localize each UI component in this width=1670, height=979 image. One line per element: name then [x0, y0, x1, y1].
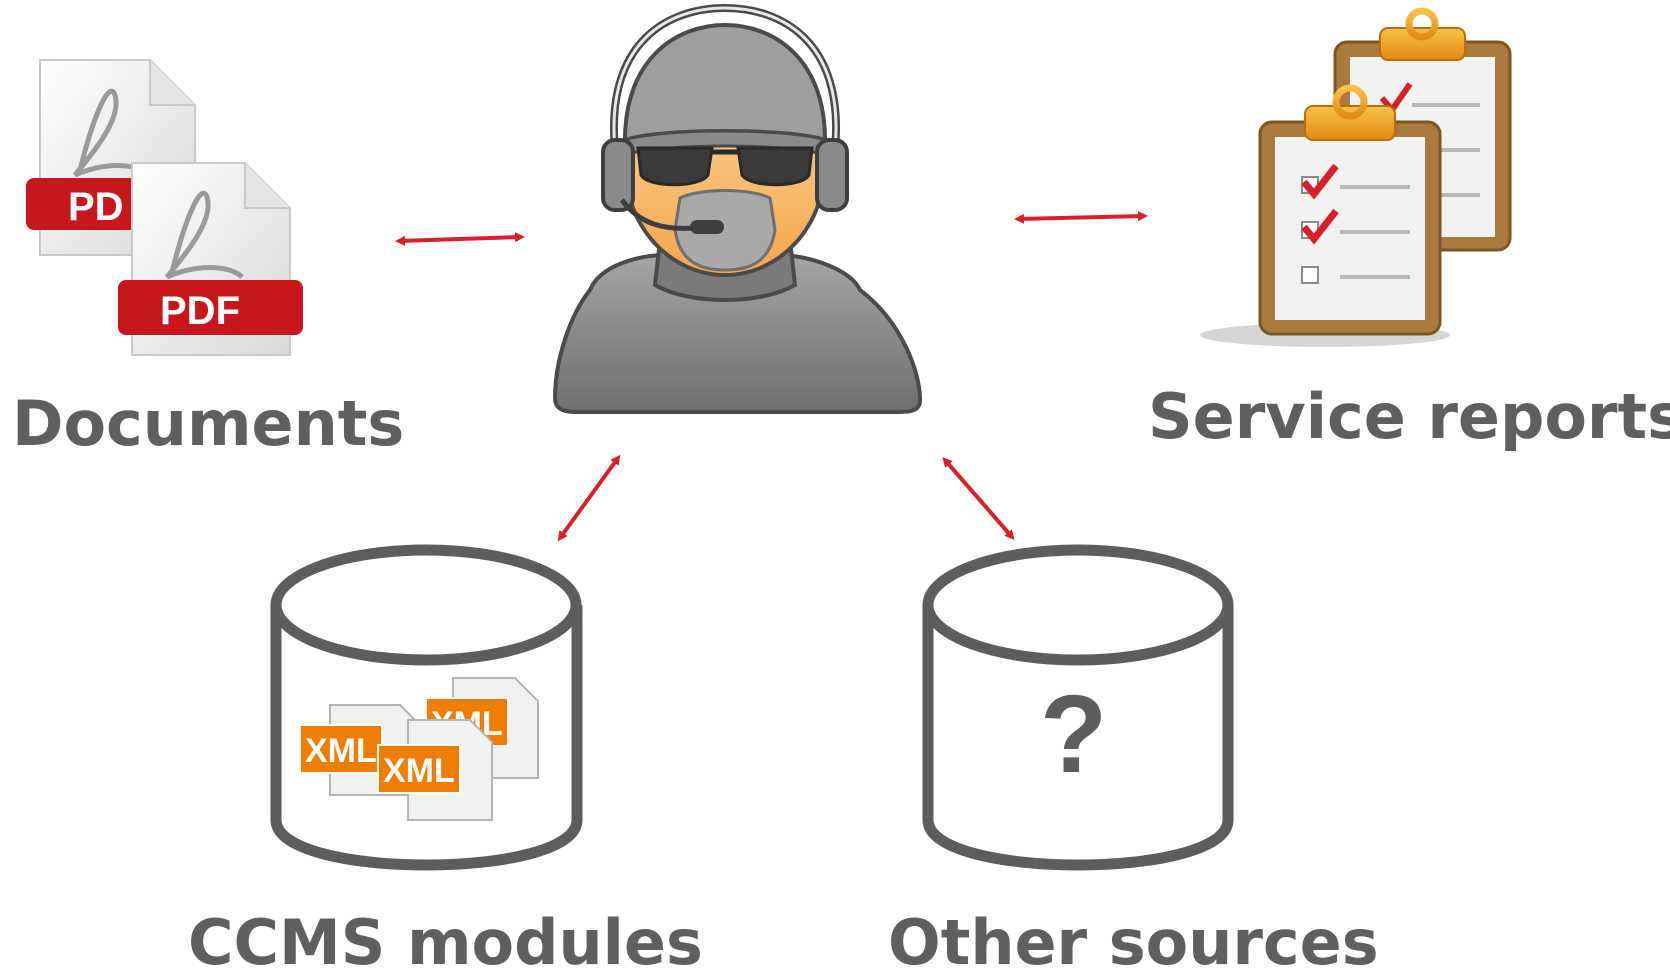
xml-file-icon: XML [377, 719, 493, 821]
other-sources-database-icon: ? [922, 544, 1234, 871]
double-arrow-service-reports [1014, 211, 1148, 224]
question-mark-icon: ? [1040, 673, 1107, 796]
pdf-badge-text: PD [68, 185, 124, 229]
pdf-documents-icon: PD PDF [26, 59, 303, 356]
pdf-badge-text: PDF [160, 289, 240, 333]
clipboard-icon [1258, 84, 1442, 336]
ccms-modules-label: CCMS modules [188, 906, 703, 979]
service-reports-label: Service reports [1148, 380, 1670, 453]
double-arrow-documents [395, 232, 525, 246]
xml-badge-text: XML [305, 732, 377, 770]
documents-label: Documents [12, 387, 405, 460]
double-arrow-other-sources [942, 456, 1015, 541]
ccms-database-icon: XML XML XML [270, 544, 583, 871]
service-reports-icon [1200, 7, 1512, 347]
pdf-file-icon: PDF [118, 162, 303, 356]
xml-badge-text: XML [383, 752, 455, 790]
other-sources-label: Other sources [888, 906, 1379, 979]
support-agent-icon [552, 3, 923, 414]
double-arrow-ccms [557, 454, 621, 542]
